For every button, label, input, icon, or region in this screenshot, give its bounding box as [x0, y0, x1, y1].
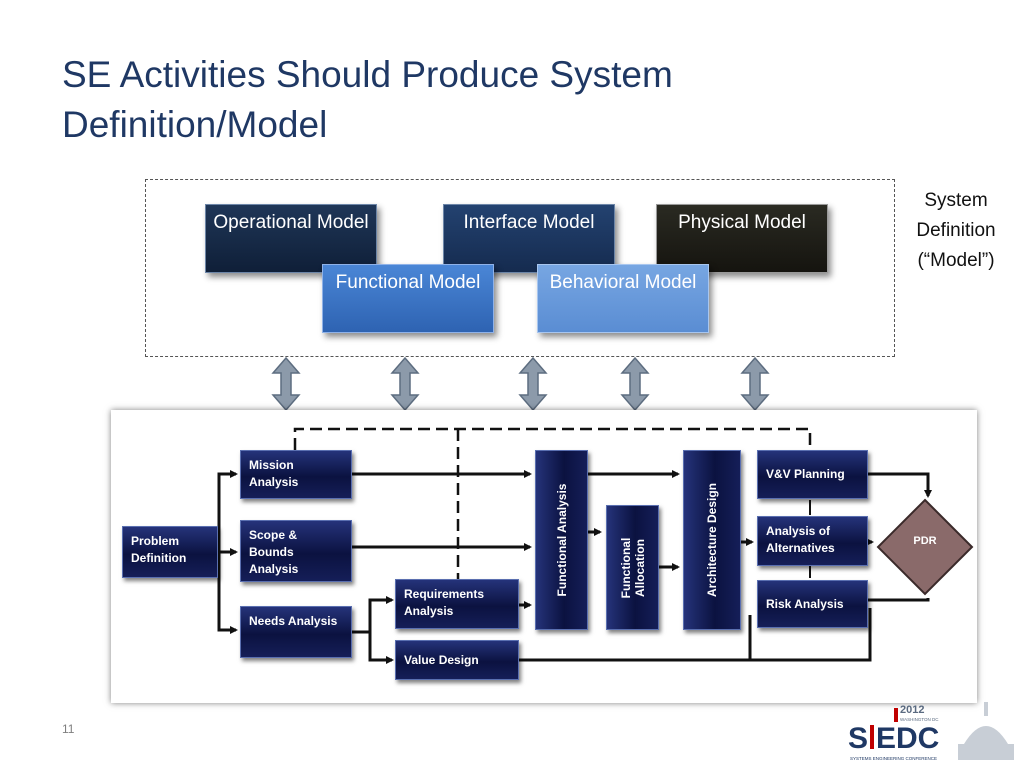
- risk-analysis-box: Risk Analysis: [757, 580, 868, 628]
- sedc-logo: 2012 WASHINGTON DC S EDC SYSTEMS ENGINEE…: [848, 700, 1018, 764]
- svg-text:2012: 2012: [900, 704, 924, 716]
- problem-definition-box: Problem Definition: [122, 526, 218, 578]
- functional-model-box: Functional Model: [322, 264, 494, 333]
- architecture-design-label: Architecture Design: [705, 482, 719, 598]
- capitol-dome-icon: 2012 WASHINGTON DC S EDC SYSTEMS ENGINEE…: [848, 702, 1014, 761]
- analysis-of-alternatives-box: Analysis of Alternatives: [757, 516, 868, 566]
- mission-analysis-box: Mission Analysis: [240, 450, 352, 499]
- page-number: 11: [62, 722, 75, 736]
- operational-model-box: Operational Model: [205, 204, 377, 273]
- value-design-box: Value Design: [395, 640, 519, 680]
- vv-planning-box: V&V Planning: [757, 450, 868, 499]
- svg-text:EDC: EDC: [876, 722, 939, 755]
- svg-text:S: S: [848, 722, 868, 755]
- pdr-label: PDR: [913, 535, 937, 547]
- interface-model-box: Interface Model: [443, 204, 615, 273]
- behavioral-model-box: Behavioral Model: [537, 264, 709, 333]
- slide-title: SE Activities Should Produce System Defi…: [62, 54, 673, 145]
- functional-allocation-label: Functional Allocation: [618, 537, 647, 598]
- system-definition-frame: [145, 179, 895, 357]
- scope-bounds-analysis-box: Scope & Bounds Analysis: [240, 520, 352, 582]
- architecture-design-box: Architecture Design: [683, 450, 741, 630]
- pdr-diamond: [876, 498, 974, 596]
- svg-text:SYSTEMS ENGINEERING CONFERENCE: SYSTEMS ENGINEERING CONFERENCE: [850, 756, 937, 761]
- functional-analysis-label: Functional Analysis: [554, 483, 569, 597]
- svg-text:WASHINGTON DC: WASHINGTON DC: [900, 717, 939, 722]
- requirements-analysis-box: Requirements Analysis: [395, 579, 519, 629]
- system-definition-label: System Definition (“Model”): [916, 190, 996, 271]
- needs-analysis-box: Needs Analysis: [240, 606, 352, 658]
- functional-analysis-box: Functional Analysis: [535, 450, 588, 630]
- physical-model-box: Physical Model: [656, 204, 828, 273]
- functional-allocation-box: Functional Allocation: [606, 505, 659, 630]
